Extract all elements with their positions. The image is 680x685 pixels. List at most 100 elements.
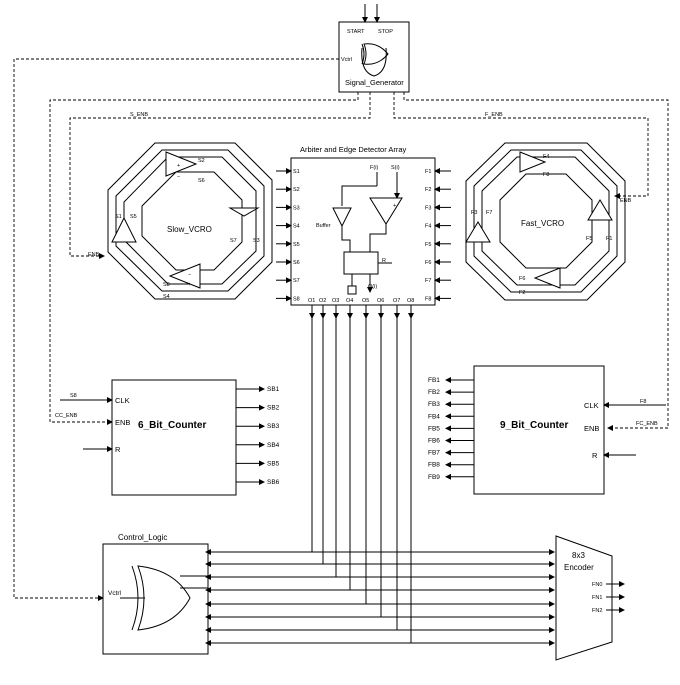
svg-text:+: + [393, 203, 396, 209]
control-logic-block: Control_Logic Vctrl [102, 533, 209, 655]
arbiter-input-s2: S2 [293, 187, 300, 193]
counter6-output-sb1: SB1 [267, 386, 280, 393]
counter9-title: 9_Bit_Counter [500, 420, 568, 431]
arbiter-output-o3: O3 [332, 298, 339, 304]
encoder-output-fn0: FN0 [592, 582, 602, 588]
arbiter-input-f8: F8 [425, 296, 431, 302]
slow-tap-s1: S1 [115, 214, 122, 220]
arbiter-input-s8: S8 [293, 296, 300, 302]
fast-tap-f2: F2 [519, 290, 525, 296]
counter6-output-sb2: SB2 [267, 405, 280, 412]
signal-generator-title: Signal_Generator [345, 78, 404, 87]
counter6-box [111, 379, 237, 496]
counter9-output-fb9: FB9 [428, 474, 440, 481]
counter9-output-fb5: FB5 [428, 425, 440, 432]
arbiter-box [290, 157, 436, 306]
counter9-clk: CLK [584, 401, 599, 410]
arbiter-input-f3: F3 [425, 205, 431, 211]
arbiter-input-f1: F1 [425, 169, 431, 175]
oi-label: O(i) [368, 284, 377, 290]
arbiter-output-o2: O2 [319, 298, 326, 304]
counter6-enb-input: CC_ENB [55, 413, 78, 419]
buffer-label: Buffer [316, 223, 331, 229]
counter9-output-fb7: FB7 [428, 450, 440, 457]
counter9-output-fb2: FB2 [428, 389, 440, 396]
slow-vcro: + − + − Slow_VCRO S2 S6 S3 S7 S8 S4 S1 S… [107, 142, 273, 300]
arbiter-input-s6: S6 [293, 260, 300, 266]
counter6-output-sb5: SB5 [267, 460, 280, 467]
counter6-clk-input: S8 [70, 393, 77, 399]
encoder-output-fn2: FN2 [592, 608, 602, 614]
control-logic-title: Control_Logic [118, 533, 167, 542]
encoder-output-fn1: FN1 [592, 595, 602, 601]
buffer-triangle [332, 207, 352, 228]
counter9-enb: ENB [584, 424, 599, 433]
arbiter-output-o8: O8 [407, 298, 414, 304]
slow-tap-s6: S6 [198, 178, 205, 184]
fast-vcro: Fast_VCRO F4 F8 F1 F5 F6 F2 F3 F7 [465, 142, 626, 301]
arbiter-input-f5: F5 [425, 242, 431, 248]
fast-tap-f5: F5 [586, 236, 592, 242]
counter6-title: 6_Bit_Counter [138, 420, 206, 431]
arbiter-array: Arbiter and Edge Detector Array S1S2S3S4… [276, 145, 451, 319]
signal-generator-block: START STOP Vctrl Signal_Generator [338, 4, 410, 93]
svg-text:−: − [177, 174, 180, 180]
vctrl-label: Vctrl [341, 57, 352, 63]
fast-tap-f4: F4 [543, 154, 549, 160]
control-logic-vctrl: Vctrl [108, 590, 122, 597]
arbiter-input-f4: F4 [425, 224, 431, 230]
stop-label: STOP [378, 29, 393, 35]
slow-tap-s7: S7 [230, 238, 237, 244]
slow-tap-s3: S3 [253, 238, 260, 244]
start-label: START [347, 29, 365, 35]
signal-generator-box [338, 21, 410, 93]
arbiter-r-label: R [382, 258, 386, 264]
slow-inverter-3 [168, 263, 201, 289]
counter6-clk: CLK [115, 396, 130, 405]
slow-tap-s2: S2 [198, 158, 205, 164]
slow-inverter-1 [165, 151, 198, 177]
control-nets: S_ENB ENB F_ENB ENB [13, 58, 669, 601]
counter9-box [473, 365, 605, 495]
svg-text:+: + [177, 163, 180, 169]
counter9-enb-input: FC_ENB [636, 421, 658, 427]
arbiter-input-s3: S3 [293, 205, 300, 211]
svg-text:−: − [188, 272, 191, 278]
counter9-output-fb1: FB1 [428, 377, 440, 384]
slow-vcro-title: Slow_VCRO [167, 225, 212, 234]
counter9-block: 9_Bit_Counter CLK ENB R F8 FC_ENB FB1FB2… [428, 365, 666, 495]
counter9-output-fb3: FB3 [428, 401, 440, 408]
arbiter-input-f7: F7 [425, 278, 431, 284]
fast-tap-f1: F1 [606, 236, 612, 242]
comparator-triangle [369, 197, 403, 225]
enb-right-label: ENB [620, 198, 632, 204]
counter6-block: 6_Bit_Counter CLK ENB R S8 CC_ENB SB1SB2… [55, 379, 280, 496]
counter6-r: R [115, 445, 121, 454]
si-label: S(i) [391, 165, 400, 171]
encoder-title-1: 8x3 [572, 551, 585, 560]
counter6-enb: ENB [115, 418, 130, 427]
slow-tap-s8: S8 [163, 282, 170, 288]
counter6-output-sb6: SB6 [267, 479, 280, 486]
encoder-title-2: Encoder [564, 563, 594, 572]
or-gate-icon [363, 43, 389, 65]
enb-left-label: ENB [88, 252, 100, 258]
counter6-output-sb3: SB3 [267, 423, 280, 430]
arbiter-input-s5: S5 [293, 242, 300, 248]
slow-tap-s5: S5 [130, 214, 137, 220]
f-enb-label: F_ENB [485, 112, 503, 118]
arbiter-input-s4: S4 [293, 224, 300, 230]
counter9-output-fb4: FB4 [428, 413, 440, 420]
counter6-output-sb4: SB4 [267, 442, 280, 449]
counter9-clk-input: F8 [640, 399, 646, 405]
counter9-output-fb6: FB6 [428, 438, 440, 445]
fi-label: F(i) [370, 165, 378, 171]
counter9-r: R [592, 451, 598, 460]
arbiter-input-s1: S1 [293, 169, 300, 175]
arbiter-input-f2: F2 [425, 187, 431, 193]
fast-tap-f8: F8 [543, 172, 549, 178]
arbiter-output-o4: O4 [346, 298, 353, 304]
